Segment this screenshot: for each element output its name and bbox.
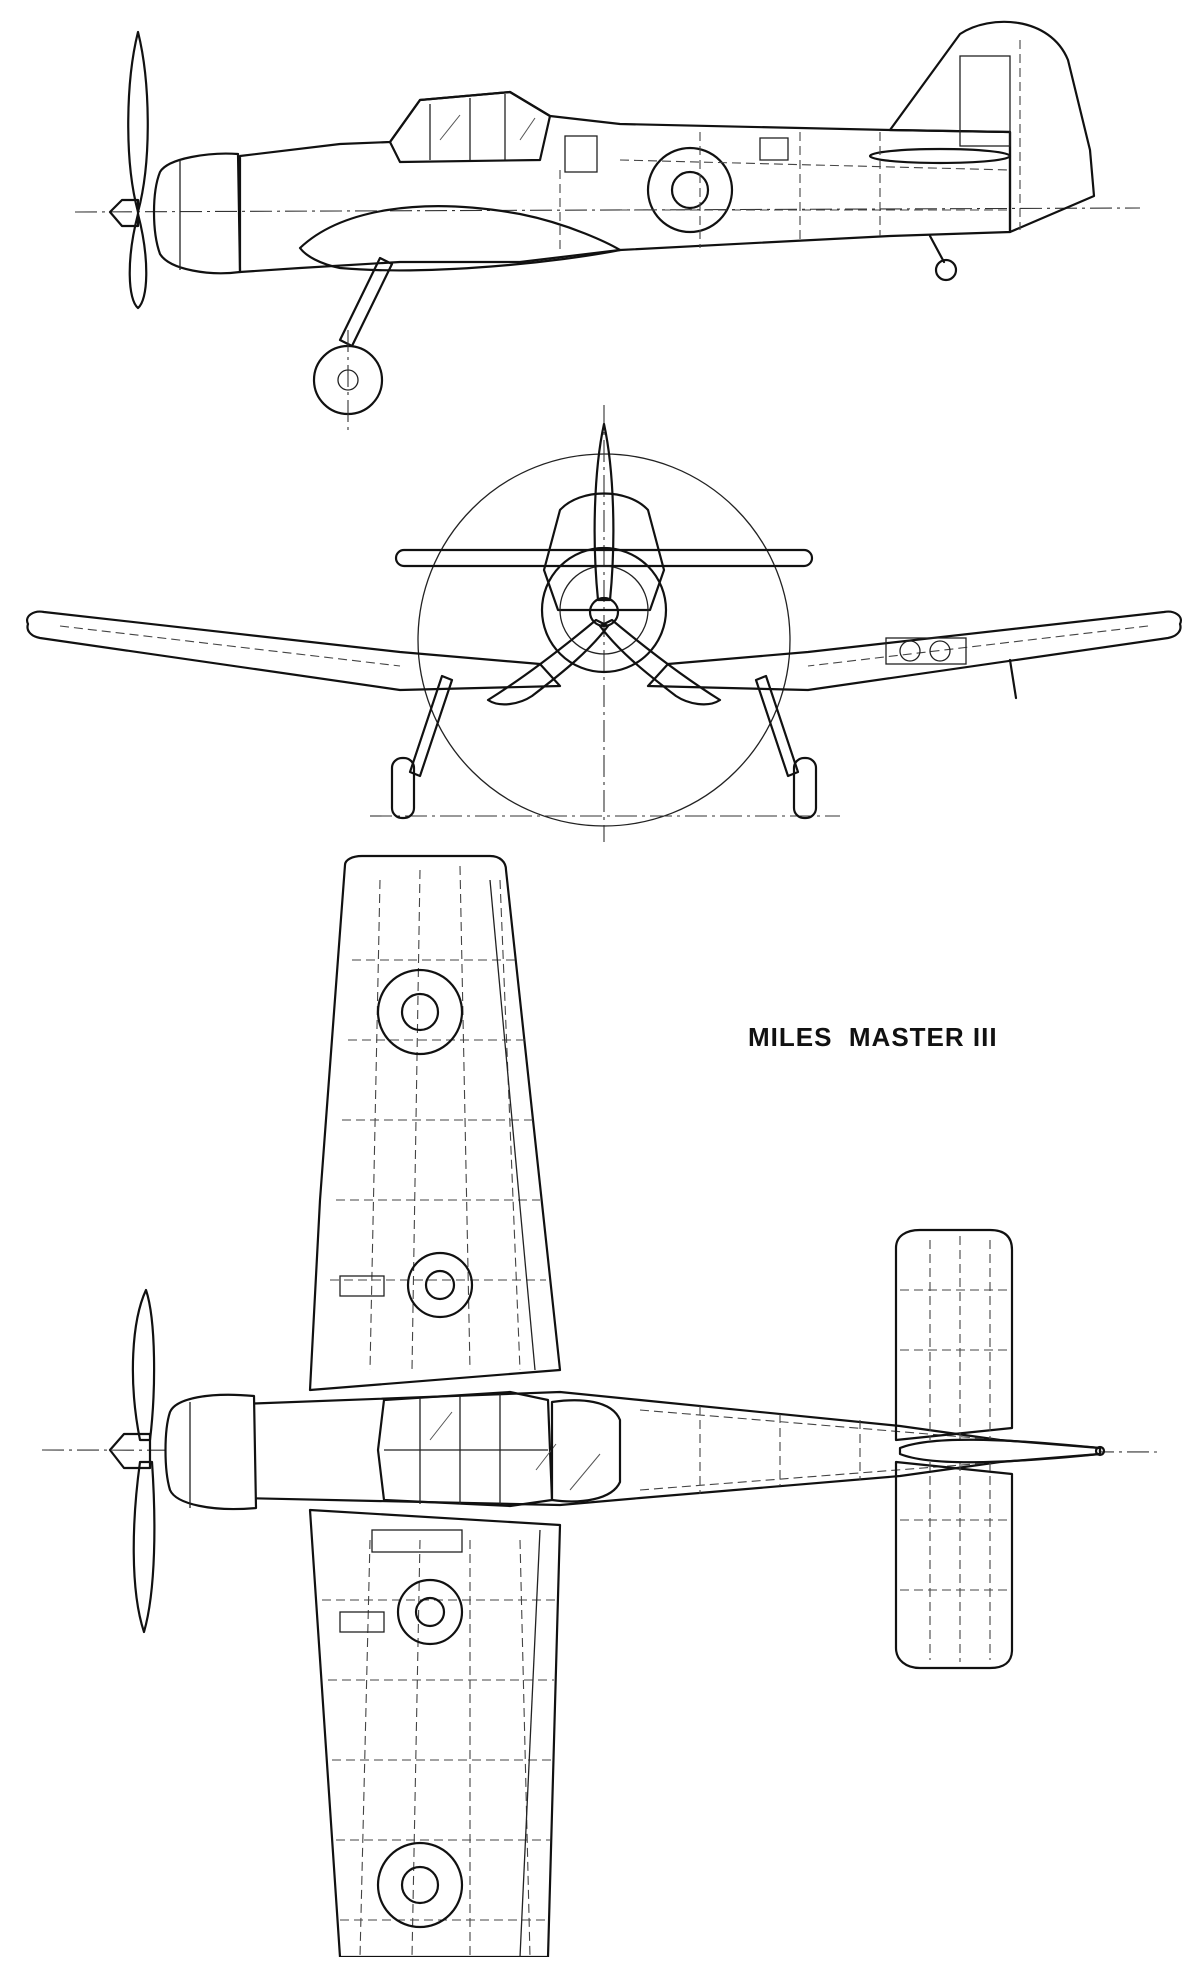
plan-spinner (108, 1432, 152, 1470)
plan-engine-cowling (164, 1393, 258, 1511)
side-roundel-outer (646, 146, 734, 234)
front-spinner (588, 596, 620, 628)
plan-prop-blade-upper (131, 1288, 156, 1442)
side-aft-window (759, 137, 789, 161)
side-tailplane (868, 147, 1012, 165)
plan-roundel-1-inner (400, 992, 440, 1032)
plan-tailplane-panel-lines (900, 1236, 1010, 1662)
plan-starboard-aileron-line (519, 1529, 541, 1958)
plan-gun-port-1 (339, 1275, 385, 1297)
front-view (26, 405, 1182, 842)
canopy-glare-2 (519, 117, 536, 141)
plan-wing-panel-lines (322, 865, 556, 1958)
plan-port-tailplane (894, 1228, 1014, 1442)
side-fin-rudder (888, 20, 1096, 234)
side-engine-cowling (152, 152, 242, 275)
side-propeller-lower-blade (128, 212, 148, 310)
front-pitot-tube (1008, 658, 1018, 700)
front-prop-blade-left (486, 618, 610, 706)
front-starboard-wing (646, 610, 1182, 692)
front-prop-blade-right (598, 618, 722, 706)
plan-roundel-3-inner (414, 1596, 446, 1628)
front-engine-cylinders (559, 565, 649, 655)
side-spinner (108, 198, 140, 228)
front-wing-roundel-a (899, 640, 921, 662)
side-view (74, 20, 1141, 432)
side-view-thrust-line (74, 207, 1141, 213)
front-prop-blade-top (593, 422, 615, 602)
front-port-wing (26, 610, 562, 692)
plan-rear-canopy (550, 1399, 622, 1503)
front-engine-cowl (540, 546, 668, 674)
plan-hatch (371, 1529, 463, 1553)
side-panel-lines (559, 132, 1011, 250)
plan-canopy (376, 1390, 554, 1508)
front-port-wheel (390, 756, 416, 820)
plan-roundel-4-outer (376, 1841, 464, 1929)
plan-roundel-2-outer (406, 1251, 474, 1319)
canopy-glare-1 (439, 114, 461, 141)
side-tailwheel-strut (928, 234, 946, 264)
plan-roundel-4-inner (400, 1865, 440, 1905)
fin-panel (959, 55, 1011, 147)
plan-roundel-3-outer (396, 1578, 464, 1646)
front-wing-marking (885, 637, 967, 665)
plan-port-aileron-line (489, 879, 536, 1371)
plan-gun-port-2 (339, 1611, 385, 1633)
plan-roundel-1-outer (376, 968, 464, 1056)
front-starboard-wheel (792, 756, 818, 820)
plan-canopy-frames (384, 1394, 548, 1504)
plan-port-wing (308, 854, 562, 1392)
front-starboard-gear-leg (754, 674, 800, 778)
plan-fuselage-panel-lines (639, 1406, 1001, 1494)
plan-prop-blade-lower (132, 1460, 156, 1634)
side-propeller-upper-blade (127, 30, 149, 214)
plan-view (41, 854, 1161, 1959)
side-roundel-inner (670, 170, 710, 210)
side-canopy (388, 90, 552, 164)
front-wing-spar-lines (59, 625, 1149, 667)
front-port-gear-leg (408, 674, 454, 778)
side-fuselage-outline (238, 90, 1012, 274)
front-wing-roundel-b (929, 640, 951, 662)
side-tailwheel (934, 258, 958, 282)
plan-tail-tip (1094, 1445, 1106, 1457)
front-fuselage (542, 492, 666, 612)
side-rear-window (564, 135, 598, 173)
side-wing-root (298, 205, 622, 272)
plan-roundel-2-inner (424, 1269, 456, 1301)
drawing-title: MILES MASTER III (748, 1022, 998, 1052)
plan-starboard-tailplane (894, 1460, 1014, 1670)
